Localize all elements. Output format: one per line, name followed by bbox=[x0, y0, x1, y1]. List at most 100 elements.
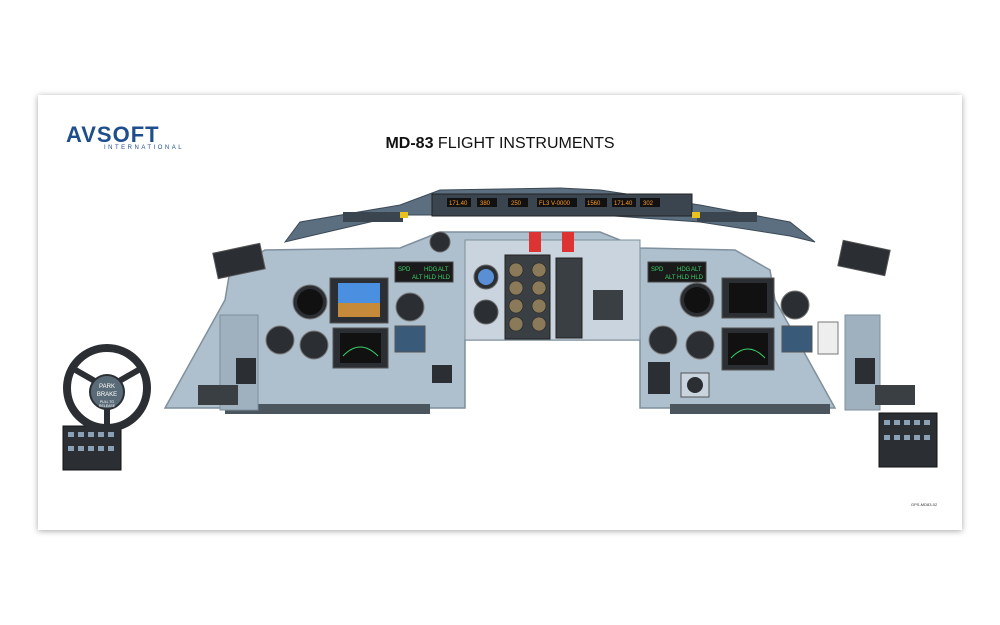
right-radar bbox=[781, 325, 813, 353]
park-brake-label-4: RELEASE bbox=[99, 404, 116, 408]
acp-button bbox=[68, 432, 74, 437]
left-hsi-screen bbox=[340, 333, 381, 363]
left-small-panel bbox=[432, 365, 452, 383]
fma-text: SPD bbox=[398, 267, 411, 273]
fgp-windows bbox=[447, 198, 660, 207]
fgp-text: 1560 bbox=[587, 201, 601, 207]
fgp-window bbox=[477, 198, 497, 207]
thrust-reverser-flag bbox=[562, 232, 574, 252]
acp-button bbox=[884, 420, 890, 425]
acp-button bbox=[78, 446, 84, 451]
fgp-window bbox=[537, 198, 577, 207]
acp-button bbox=[914, 435, 920, 440]
right-small-panel bbox=[648, 362, 670, 394]
acp-button bbox=[108, 446, 114, 451]
acp-button bbox=[894, 435, 900, 440]
acp-button bbox=[98, 446, 104, 451]
title-model: MD-83 bbox=[385, 135, 434, 152]
center-switches bbox=[593, 290, 623, 320]
fgp-window bbox=[585, 198, 607, 207]
left-altimeter bbox=[299, 330, 329, 360]
left-hsi-arc bbox=[342, 346, 379, 357]
right-rmi bbox=[648, 325, 678, 355]
engine-gauge bbox=[531, 262, 547, 278]
right-switch-box bbox=[875, 385, 915, 405]
fma-text: HLD bbox=[438, 275, 451, 281]
acp-button bbox=[924, 435, 930, 440]
acp-button bbox=[68, 446, 74, 451]
standby-attitude-face bbox=[478, 269, 494, 285]
engine-gauge bbox=[508, 316, 524, 332]
acp-button bbox=[98, 432, 104, 437]
fma-text: ALT bbox=[691, 267, 702, 273]
standby-altimeter bbox=[473, 299, 499, 325]
left-switch-box bbox=[198, 385, 238, 405]
fma-text: HDG bbox=[677, 267, 691, 273]
fma-text: HDG bbox=[424, 267, 438, 273]
engine-gauge bbox=[508, 280, 524, 296]
cabin-gauge-dial bbox=[687, 377, 703, 393]
left-warning-strip bbox=[343, 212, 403, 222]
fma-text: HLD bbox=[424, 275, 437, 281]
acp-buttons bbox=[68, 420, 930, 451]
left-vsi bbox=[395, 292, 425, 322]
acp-button bbox=[924, 420, 930, 425]
engine-gauge bbox=[531, 316, 547, 332]
fma-text: ALT bbox=[665, 275, 676, 281]
acp-button bbox=[78, 432, 84, 437]
right-kick-panel bbox=[670, 404, 830, 414]
fgp-window bbox=[612, 198, 636, 207]
thrust-reverser-flag bbox=[529, 232, 541, 252]
title-rest: FLIGHT INSTRUMENTS bbox=[433, 135, 615, 152]
right-vsi bbox=[780, 290, 810, 320]
fma-text: ALT bbox=[412, 275, 423, 281]
right-checklist bbox=[817, 321, 839, 355]
left-radar bbox=[394, 325, 426, 353]
right-airspeed-face bbox=[684, 287, 710, 313]
left-airspeed-face bbox=[297, 289, 323, 315]
fgp-text: 171.40 bbox=[449, 201, 468, 207]
acp-button bbox=[88, 432, 94, 437]
acp-button bbox=[914, 420, 920, 425]
brand-subtitle: INTERNATIONAL bbox=[104, 145, 185, 151]
brand-name: AVSOFT bbox=[66, 122, 160, 147]
fuel-panel bbox=[555, 257, 583, 339]
engine-gauge bbox=[508, 262, 524, 278]
clock bbox=[429, 231, 451, 253]
fma-text: HLD bbox=[691, 275, 704, 281]
right-hsi-arc bbox=[730, 348, 766, 359]
fgp-text: FL3 V-0000 bbox=[539, 201, 571, 207]
left-control bbox=[236, 358, 256, 384]
engine-gauge bbox=[531, 280, 547, 296]
fgp-text: 171.40 bbox=[614, 201, 633, 207]
right-control bbox=[855, 358, 875, 384]
fgp-window bbox=[447, 198, 471, 207]
park-brake-label-1: PARK bbox=[99, 384, 115, 390]
left-kick-panel bbox=[225, 404, 430, 414]
right-altimeter bbox=[685, 330, 715, 360]
acp-button bbox=[88, 446, 94, 451]
right-warning-strip bbox=[697, 212, 757, 222]
park-brake-label-2: BRAKE bbox=[97, 392, 117, 398]
right-fma bbox=[647, 261, 707, 283]
acp-button bbox=[904, 435, 910, 440]
left-adi-ground bbox=[338, 303, 380, 317]
warning-light bbox=[692, 212, 700, 218]
left-fma bbox=[394, 261, 454, 283]
left-rmi bbox=[265, 325, 295, 355]
fgp-text: 380 bbox=[480, 201, 491, 207]
right-audio-panel bbox=[837, 239, 891, 277]
left-audio-panel bbox=[212, 242, 266, 280]
park-brake-handle[interactable] bbox=[89, 374, 125, 410]
fgp-window bbox=[640, 198, 660, 207]
acp-button bbox=[904, 420, 910, 425]
document-code: GPS-MD83-02 bbox=[911, 502, 938, 507]
park-brake-label-3: PULL TO bbox=[100, 400, 115, 404]
right-adi-screen bbox=[729, 283, 767, 313]
engine-gauges bbox=[508, 262, 547, 332]
fma-text: SPD bbox=[651, 267, 664, 273]
fgp-text: 250 bbox=[511, 201, 522, 207]
nosewheel-tiller[interactable] bbox=[63, 344, 151, 432]
warning-light bbox=[400, 212, 408, 218]
